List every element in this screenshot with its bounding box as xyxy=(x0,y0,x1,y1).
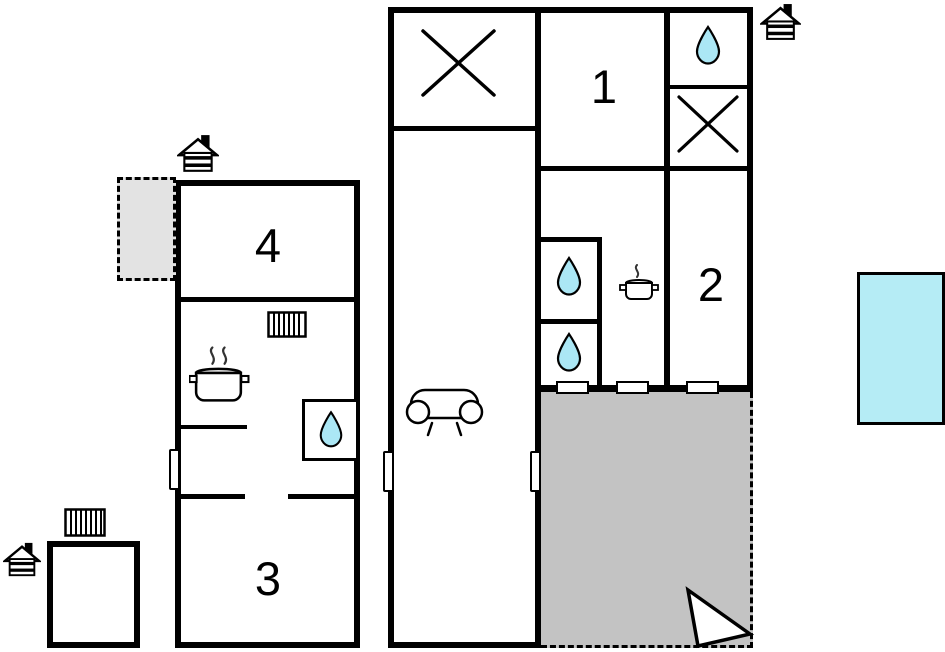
room-2-label: 2 xyxy=(697,257,725,311)
room-3-label: 3 xyxy=(254,551,282,605)
left-building-wall-room3-right xyxy=(288,494,354,499)
wet-closet-middle-wall xyxy=(541,319,597,324)
main-wall-top xyxy=(388,7,753,13)
terrace-door-gap-3 xyxy=(686,381,719,394)
water-drop-icon xyxy=(695,25,721,65)
left-building-wall-room4 xyxy=(181,297,354,302)
sofa-icon xyxy=(405,388,484,437)
door-marker-main-left xyxy=(383,451,394,492)
water-drop-icon xyxy=(556,256,582,296)
stove-pot-steam-icon xyxy=(619,264,659,300)
main-wall-right xyxy=(747,7,753,392)
chimney-house-icon xyxy=(3,542,41,577)
wet-closet-right-wall xyxy=(597,237,602,392)
living-room-divider-wall xyxy=(535,7,541,648)
crossed-window-icon xyxy=(421,29,496,97)
radiator-icon xyxy=(267,311,307,338)
water-drop-icon xyxy=(556,332,582,372)
room-4-label: 4 xyxy=(254,218,282,272)
radiator-icon xyxy=(64,508,106,537)
main-wall-left xyxy=(388,7,394,648)
chimney-house-icon xyxy=(760,4,801,40)
door-marker-living-terrace xyxy=(530,451,541,492)
water-drop-icon xyxy=(319,410,342,448)
sink-unit xyxy=(302,399,359,461)
left-building-wall-room3-left xyxy=(181,494,245,499)
entrance-arrow-icon xyxy=(685,586,754,649)
right-rooms-divider-wall xyxy=(664,7,670,392)
wet-closet-top-wall xyxy=(541,237,597,242)
main-wall-bottom xyxy=(388,642,541,648)
door-marker-left-building xyxy=(169,449,180,490)
swimming-pool xyxy=(857,272,945,425)
terrace-door-gap-2 xyxy=(616,381,649,394)
crossed-window-icon xyxy=(677,95,739,153)
entry-room-wall xyxy=(394,126,535,131)
chimney-house-icon xyxy=(177,135,219,172)
outbuilding xyxy=(47,541,140,648)
annex-area xyxy=(117,177,176,281)
terrace-door-gap-1 xyxy=(556,381,589,394)
bath-cell-divider-wall xyxy=(670,85,747,89)
stove-pot-steam-icon xyxy=(189,346,250,402)
left-building-partial-wall xyxy=(181,425,247,429)
terrace-area xyxy=(541,392,753,648)
room1-bottom-wall xyxy=(541,166,753,171)
room-1-label: 1 xyxy=(590,59,618,113)
